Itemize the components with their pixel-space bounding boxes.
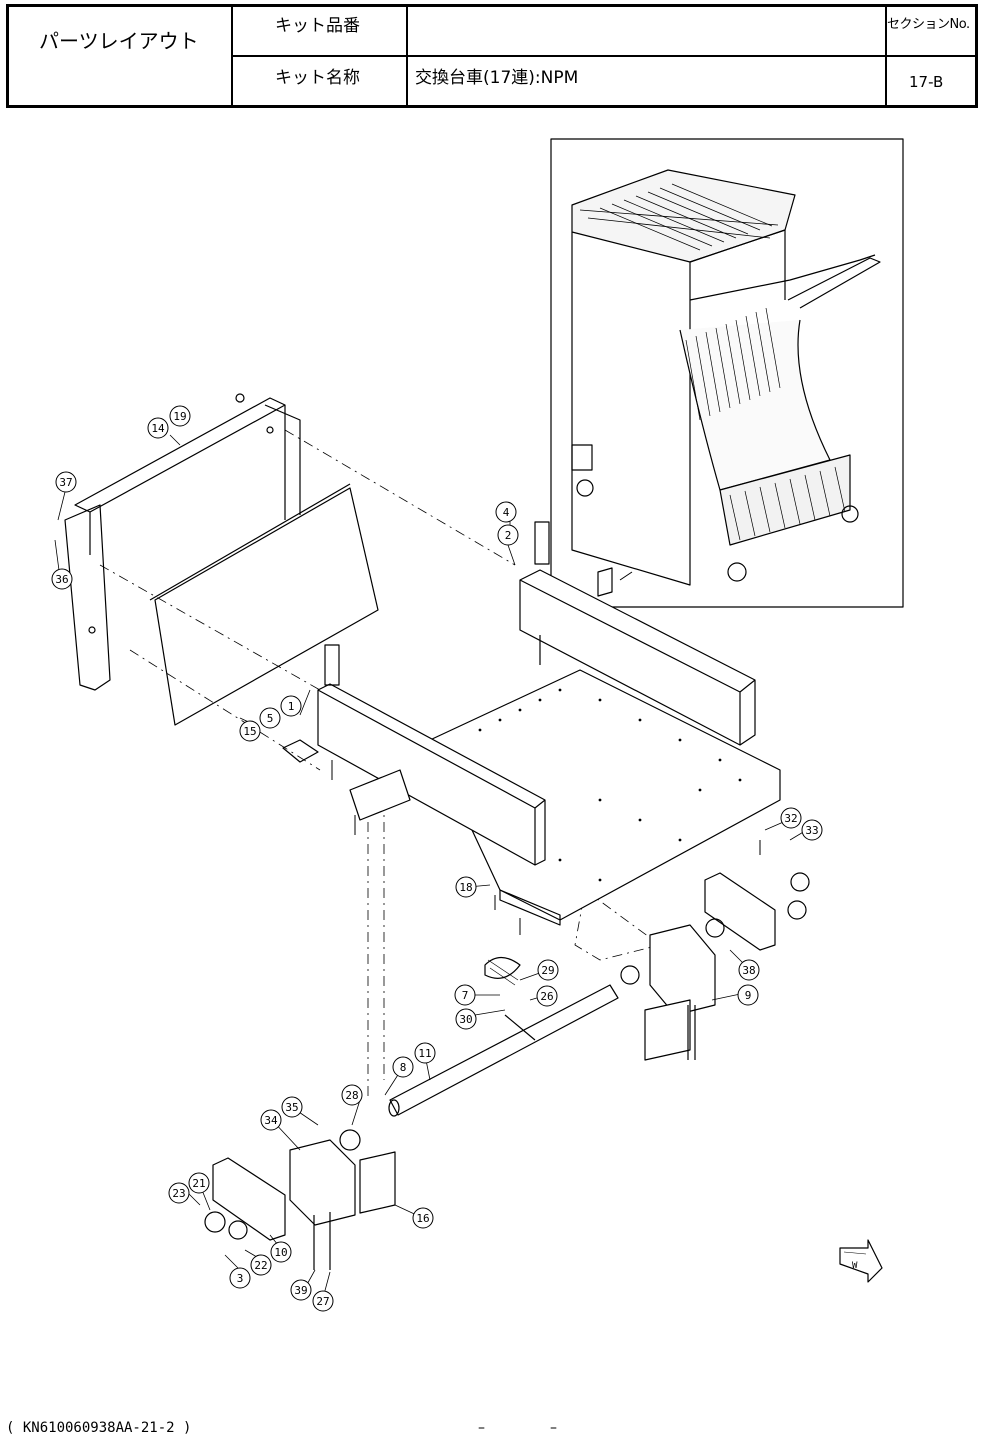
kit-number-label: キット品番: [275, 11, 360, 36]
callout-number: 30: [459, 1013, 472, 1026]
callout-number: 22: [254, 1259, 267, 1272]
header-divider: [231, 55, 975, 57]
callout-7: 7: [455, 985, 475, 1005]
callout-number: 35: [285, 1101, 298, 1114]
footer-dash: –: [478, 1420, 485, 1436]
callout-number: 19: [173, 410, 186, 423]
header-table: パーツレイアウト キット品番 セクションNo. キット名称 交換台車(17連):…: [6, 4, 978, 108]
callout-number: 26: [540, 990, 553, 1003]
callout-18: 18: [456, 877, 476, 897]
callout-34: 34: [261, 1110, 281, 1130]
section-label: セクションNo.: [887, 13, 970, 32]
callout-9: 9: [738, 985, 758, 1005]
callout-11: 11: [415, 1043, 435, 1063]
callout-number: 9: [745, 989, 752, 1002]
callout-38: 38: [739, 960, 759, 980]
callout-number: 7: [462, 989, 469, 1002]
callout-33: 33: [802, 820, 822, 840]
callout-3: 3: [230, 1268, 250, 1288]
callout-number: 34: [264, 1114, 278, 1127]
callout-number: 15: [243, 725, 256, 738]
callout-number: 28: [345, 1089, 358, 1102]
callout-36: 36: [52, 569, 72, 589]
callout-29: 29: [538, 960, 558, 980]
callout-10: 10: [271, 1242, 291, 1262]
callout-number: 29: [541, 964, 554, 977]
callout-14: 14: [148, 418, 168, 438]
callout-28: 28: [342, 1085, 362, 1105]
callout-2: 2: [498, 525, 518, 545]
callout-number: 32: [784, 812, 797, 825]
document-code: ( KN610060938AA-21-2 ): [6, 1420, 191, 1436]
callout-22: 22: [251, 1255, 271, 1275]
callout-5: 5: [260, 708, 280, 728]
callout-21: 21: [189, 1173, 209, 1193]
callout-number: 37: [59, 476, 72, 489]
callout-layer: 1234578910111415161819212223262728293032…: [52, 406, 822, 1311]
callout-number: 18: [459, 881, 472, 894]
kit-name-value: 交換台車(17連):NPM: [415, 63, 578, 88]
callout-number: 36: [55, 573, 68, 586]
callout-39: 39: [291, 1280, 311, 1300]
callout-27: 27: [313, 1291, 333, 1311]
right-bearing-block: [621, 873, 809, 1060]
callout-19: 19: [170, 406, 190, 426]
callout-number: 38: [742, 964, 755, 977]
callout-number: 10: [274, 1246, 287, 1259]
callout-number: 16: [416, 1212, 429, 1225]
callout-number: 3: [237, 1272, 244, 1285]
direction-label: W: [852, 1261, 858, 1271]
direction-arrow-icon: W: [840, 1240, 882, 1282]
exploded-parts-diagram: 1234578910111415161819212223262728293032…: [0, 110, 983, 1370]
shaft-assembly: [389, 958, 618, 1117]
callout-number: 8: [400, 1061, 407, 1074]
callout-16: 16: [413, 1208, 433, 1228]
callout-35: 35: [282, 1097, 302, 1117]
callout-number: 11: [418, 1047, 431, 1060]
footer-dash: –: [550, 1420, 557, 1436]
callout-number: 5: [267, 712, 274, 725]
callout-4: 4: [496, 502, 516, 522]
page-title: パーツレイアウト: [39, 25, 199, 54]
section-value: 17-B: [909, 73, 943, 91]
callout-number: 23: [172, 1187, 185, 1200]
callout-number: 14: [151, 422, 165, 435]
assembled-cart-view: [551, 139, 903, 607]
callout-1: 1: [281, 696, 301, 716]
callout-number: 1: [288, 700, 295, 713]
cover-plate-part-15: [150, 484, 378, 725]
callout-number: 27: [316, 1295, 329, 1308]
callout-23: 23: [169, 1183, 189, 1203]
callout-15: 15: [240, 721, 260, 741]
callout-32: 32: [781, 808, 801, 828]
callout-26: 26: [537, 986, 557, 1006]
kit-name-label: キット名称: [275, 63, 360, 88]
callout-30: 30: [456, 1009, 476, 1029]
callout-8: 8: [393, 1057, 413, 1077]
callout-number: 2: [505, 529, 512, 542]
callout-number: 33: [805, 824, 818, 837]
left-bearing-block: [205, 1130, 395, 1270]
callout-number: 39: [294, 1284, 307, 1297]
callout-number: 21: [192, 1177, 205, 1190]
callout-number: 4: [503, 506, 510, 519]
callout-37: 37: [56, 472, 76, 492]
